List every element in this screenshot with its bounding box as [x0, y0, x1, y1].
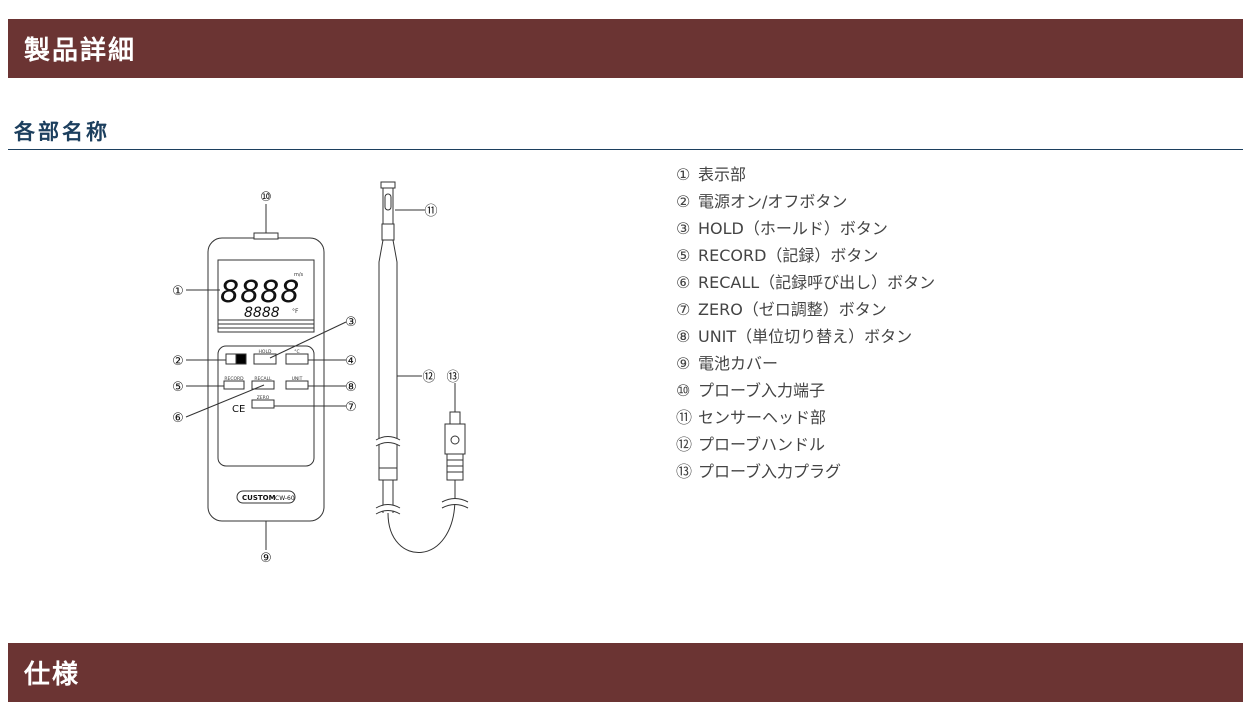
product-details-header: 製品詳細: [8, 19, 1243, 78]
probe-cable: [387, 480, 456, 553]
device-diagram: 8888 8888 m/s °F HOLD °C RECORD RECALL U…: [172, 181, 470, 566]
zero-label: ZERO: [257, 395, 270, 401]
probe-handle: [378, 239, 398, 469]
recall-button: [251, 380, 275, 390]
lcd-main-digits: 8888: [220, 275, 300, 310]
hold-label: HOLD: [259, 349, 272, 355]
recall-label: RECALL: [254, 376, 272, 382]
parts-section-title: 各部名称: [14, 120, 110, 144]
callout-11: ⑪: [424, 204, 437, 219]
product-details-title: 製品詳細: [24, 36, 137, 66]
probe-input-plug-tip: [449, 411, 461, 425]
brand-name: CUSTOM: [242, 494, 276, 502]
callout-7: ⑦: [345, 400, 357, 415]
brand-plate: [236, 490, 296, 504]
lcd-sub-digits: 8888: [244, 305, 280, 321]
specifications-header: 仕様: [8, 643, 1243, 702]
callout-13: ⑬: [446, 370, 459, 385]
parts-section-heading: 各部名称: [8, 112, 1243, 150]
callout-10: ⑩: [260, 190, 272, 205]
celsius-button: [285, 353, 309, 365]
specifications-title: 仕様: [24, 660, 81, 690]
record-button: [223, 380, 245, 390]
callout-8: ⑧: [345, 380, 357, 395]
zero-button: [251, 399, 275, 409]
callout-1: ①: [172, 284, 184, 299]
callout-2: ②: [172, 354, 184, 369]
model-name: CW-60: [275, 495, 295, 502]
callout-4: ④: [345, 354, 357, 369]
callout-12: ⑫: [422, 370, 435, 385]
ce-mark: CE: [232, 404, 245, 415]
callout-9: ⑨: [260, 551, 272, 566]
unit-button: [285, 380, 309, 390]
callout-5: ⑤: [172, 380, 184, 395]
lcd-unit-bottom: °F: [292, 308, 299, 315]
unit-label: UNIT: [292, 376, 303, 382]
probe-top-cap: [380, 181, 396, 189]
callout-3: ③: [345, 315, 357, 330]
callout-6: ⑥: [172, 411, 184, 426]
lcd-unit-top: m/s: [294, 272, 304, 278]
celsius-label: °C: [294, 349, 299, 355]
probe-input-terminal: [253, 232, 279, 240]
record-label: RECORD: [224, 376, 244, 382]
hold-button: [253, 353, 277, 365]
